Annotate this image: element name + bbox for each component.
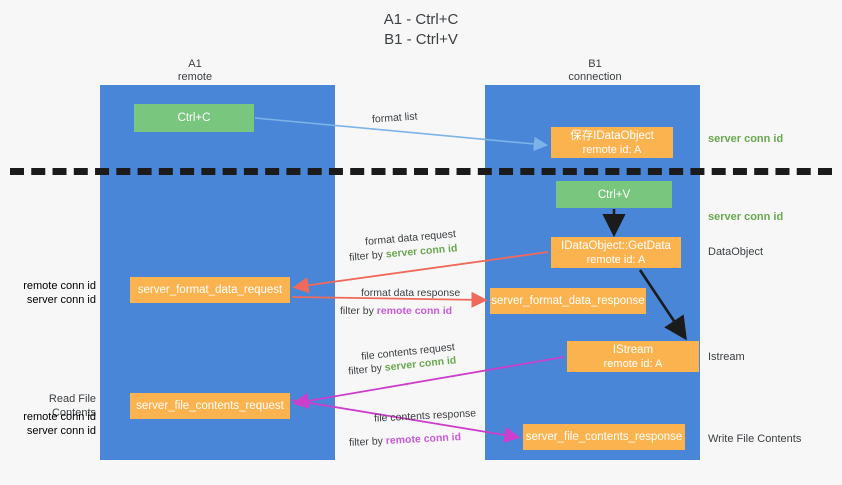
annotation-left-conn-ids-bottom: remote conn id server conn id [8, 410, 96, 438]
lane-b1-sub: connection [568, 71, 622, 83]
box-server-format-data-response[interactable]: server_format_data_response [490, 288, 646, 314]
box-server-file-contents-request-label: server_file_contents_request [136, 400, 284, 412]
arrow-label-format-list: format list [371, 110, 418, 126]
arrow-label-format-data-response-filter: filter by remote conn id [340, 303, 452, 319]
annotation-left-conn-ids-top: remote conn id server conn id [8, 279, 96, 307]
lane-a1-sub: remote [177, 71, 213, 83]
title-line-2: B1 - Ctrl+V [384, 31, 458, 48]
box-server-format-data-request[interactable]: server_format_data_request [130, 277, 290, 303]
annotation-server-conn-id-left-top: server conn id [26, 294, 96, 306]
annotation-dataobject: DataObject [708, 246, 764, 258]
lane-a1-name: A1 [188, 58, 202, 70]
box-server-format-data-request-label: server_format_data_request [137, 284, 283, 296]
box-idataobject-getdata[interactable]: IDataObject::GetData remote id: A [551, 237, 681, 268]
box-server-file-contents-request[interactable]: server_file_contents_request [130, 393, 290, 419]
box-server-format-data-response-label: server_format_data_response [491, 295, 645, 307]
phase-separator [10, 168, 832, 175]
filter-prefix: filter by [347, 361, 386, 378]
lane-header-a1: A1 remote [120, 58, 270, 84]
page-title: A1 - Ctrl+C B1 - Ctrl+V [0, 10, 842, 50]
box-istream-sublabel: remote id: A [603, 357, 663, 370]
filter-prefix: filter by [348, 435, 387, 449]
arrow-label-file-contents-response: file contents response [373, 407, 477, 425]
box-ctrl-v[interactable]: Ctrl+V [556, 181, 672, 208]
lane-b1-name: B1 [588, 58, 602, 70]
box-idataobject-getdata-label: IDataObject::GetData [561, 239, 671, 252]
filter-prefix: filter by [348, 248, 387, 264]
arrow-label-format-data-response: format data response [361, 287, 461, 299]
box-save-idataobject-sublabel: remote id: A [582, 143, 642, 156]
annotation-istream: Istream [708, 351, 745, 363]
box-save-idataobject[interactable]: 保存IDataObject remote id: A [551, 127, 673, 158]
title-line-1: A1 - Ctrl+C [383, 11, 459, 28]
box-istream[interactable]: IStream remote id: A [567, 341, 699, 372]
filter-value-remote-conn-id: remote conn id [385, 431, 462, 447]
box-server-file-contents-response[interactable]: server_file_contents_response [523, 424, 685, 450]
annotation-read-file-contents: Read File Contents [48, 393, 96, 419]
annotation-remote-conn-id-top: remote conn id [23, 280, 96, 292]
arrow-label-file-contents-response-filter: filter by remote conn id [349, 429, 462, 451]
annotation-server-conn-id-mid: server conn id [708, 211, 784, 223]
box-server-file-contents-response-label: server_file_contents_response [525, 431, 683, 443]
annotation-remote-conn-id-bottom: remote conn id [23, 411, 96, 423]
lane-header-b1: B1 connection [520, 58, 670, 84]
box-ctrl-c-label: Ctrl+C [177, 112, 211, 124]
box-save-idataobject-label: 保存IDataObject [570, 129, 654, 142]
filter-value-server-conn-id: server conn id [385, 242, 458, 261]
box-idataobject-getdata-sublabel: remote id: A [586, 253, 646, 266]
filter-value-remote-conn-id: remote conn id [376, 305, 453, 317]
box-ctrl-v-label: Ctrl+V [597, 188, 631, 201]
box-ctrl-c[interactable]: Ctrl+C [134, 104, 254, 132]
box-istream-label: IStream [612, 343, 654, 356]
annotation-write-file-contents: Write File Contents [708, 433, 802, 445]
annotation-server-conn-id-top: server conn id [708, 133, 784, 145]
filter-prefix: filter by [340, 305, 377, 317]
annotation-server-conn-id-left-bottom: server conn id [26, 425, 96, 437]
